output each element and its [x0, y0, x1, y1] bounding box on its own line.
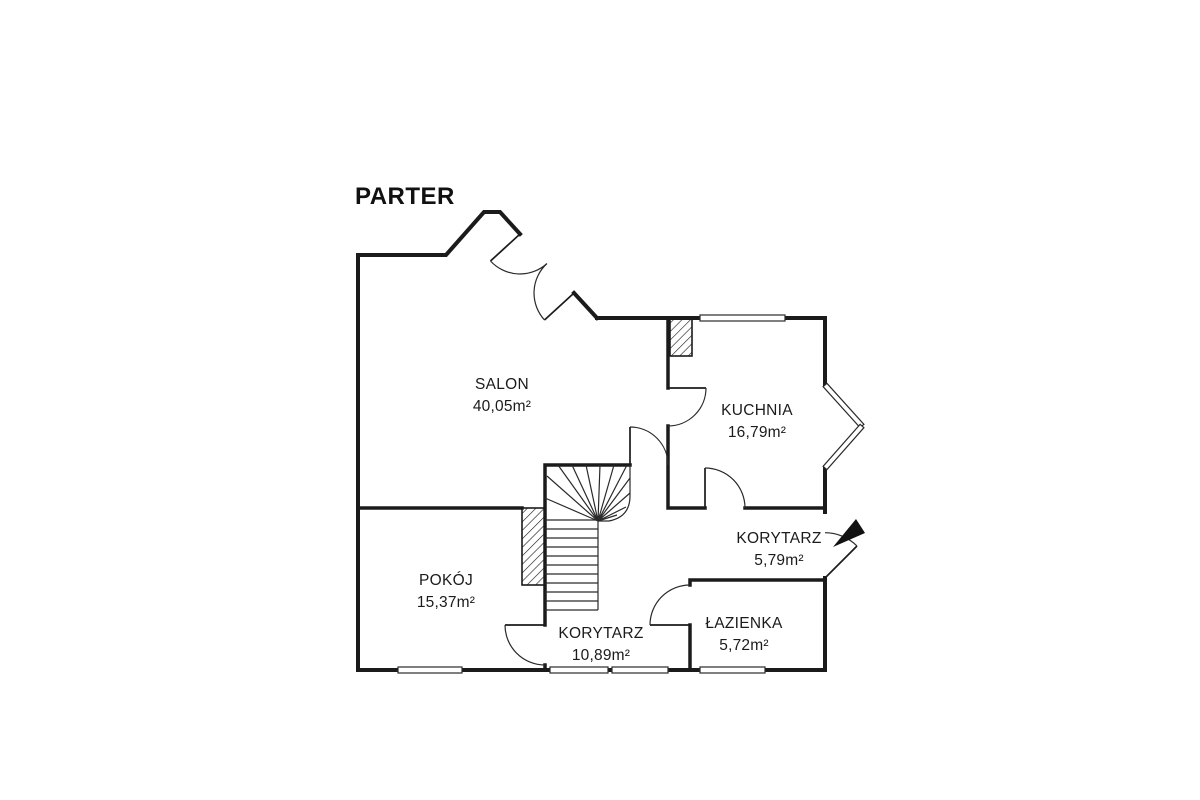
floor-plan-title: PARTER — [355, 183, 455, 210]
stair-winders — [544, 464, 631, 522]
room-area-korytarz-main: 10,89m² — [572, 647, 630, 664]
window-pokoj — [397, 666, 463, 674]
door-swing-arcs — [490, 260, 858, 666]
room-area-salon: 40,05m² — [473, 398, 531, 415]
room-label-salon: SALON — [475, 376, 529, 393]
bay-window-lower — [822, 423, 865, 471]
room-area-lazienka: 5,72m² — [719, 637, 768, 654]
room-area-pokoj: 15,37m² — [417, 594, 475, 611]
room-label-lazienka: ŁAZIENKA — [705, 615, 783, 632]
window-korytarz-left — [549, 666, 609, 674]
stair-treads — [545, 528, 598, 602]
window-kuchnia-top — [699, 314, 786, 322]
entrance-arrow-icon — [833, 519, 865, 547]
window-lazienka — [699, 666, 766, 674]
windows — [397, 314, 865, 674]
room-label-kuchnia: KUCHNIA — [721, 402, 793, 419]
staircase — [544, 464, 631, 611]
room-area-korytarz-entry: 5,79m² — [754, 552, 803, 569]
interior-walls — [356, 316, 827, 672]
window-korytarz-right — [611, 666, 669, 674]
chimney-shaft-top — [669, 318, 693, 357]
outer-walls — [356, 210, 827, 672]
room-label-pokoj: POKÓJ — [419, 572, 473, 589]
room-label-korytarz-main: KORYTARZ — [558, 625, 643, 642]
stair-outline — [545, 465, 631, 611]
room-area-kuchnia: 16,79m² — [728, 424, 786, 441]
door-leaves — [489, 233, 858, 626]
room-label-korytarz-entry: KORYTARZ — [736, 530, 821, 547]
chimney-shaft-center — [521, 507, 546, 586]
